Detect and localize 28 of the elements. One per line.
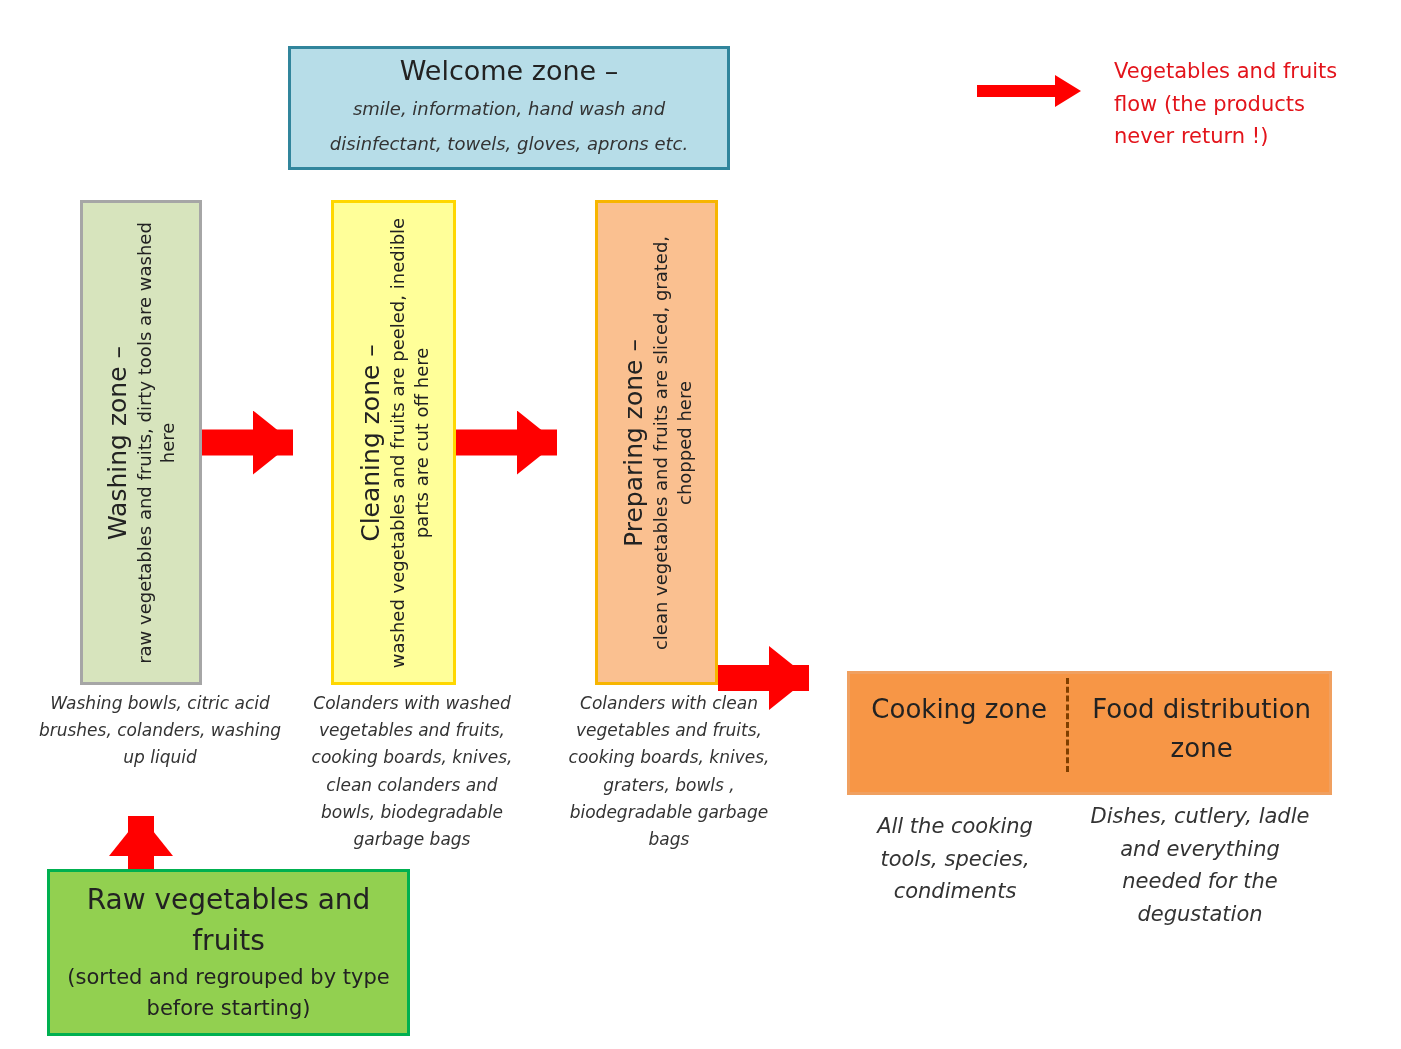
flow-arrow <box>109 816 173 869</box>
zone-box <box>331 200 456 685</box>
zone-box <box>288 46 730 170</box>
flow-arrow <box>456 410 557 475</box>
zone-description: smile, information, hand wash and disinfectant, towels, gloves, aprons etc. <box>328 97 690 156</box>
legend-text: Vegetables and fruits flow (the products never return !) <box>1114 58 1339 151</box>
zone-title: Food distribution zone <box>1091 693 1312 765</box>
zone-title: Cleaning zone – <box>355 343 386 542</box>
zone-title: Cooking zone <box>870 693 1048 726</box>
equipment-note: Colanders with washed vegetables and fruits, cooking boards, knives, clean colanders and bowls, biodegradable garbage bags <box>310 692 514 851</box>
equipment-note: Colanders with clean vegetables and fruits, cooking boards, knives, graters, bowls , biodegradable garbage bags <box>567 692 771 851</box>
flow-arrow <box>718 646 809 710</box>
source-box <box>47 869 410 1036</box>
zone-description: clean vegetables and fruits are sliced, grated, chopped here <box>648 234 695 652</box>
equipment-note: Dishes, cutlery, ladle and everything needed for the degustation <box>1089 803 1311 928</box>
zone-box <box>847 671 1332 795</box>
zone-title: Raw vegetables and fruits <box>85 882 372 959</box>
zone-box <box>595 200 718 685</box>
zone-description: raw vegetables and fruits, dirty tools are washed here <box>132 220 179 666</box>
zone-title: Washing zone – <box>102 345 133 540</box>
zone-title: Preparing zone – <box>618 338 649 547</box>
equipment-note: Washing bowls, citric acid brushes, colanders, washing up liquid <box>37 692 283 770</box>
zone-description: washed vegetables and fruits are peeled, inedible parts are cut off here <box>385 216 432 670</box>
zone-title: Welcome zone – <box>399 55 619 87</box>
zone-box <box>80 200 202 685</box>
equipment-note: All the cooking tools, species, condiments <box>875 813 1034 906</box>
flow-arrow <box>202 410 293 475</box>
zone-description: (sorted and regrouped by type before starting) <box>66 963 391 1023</box>
